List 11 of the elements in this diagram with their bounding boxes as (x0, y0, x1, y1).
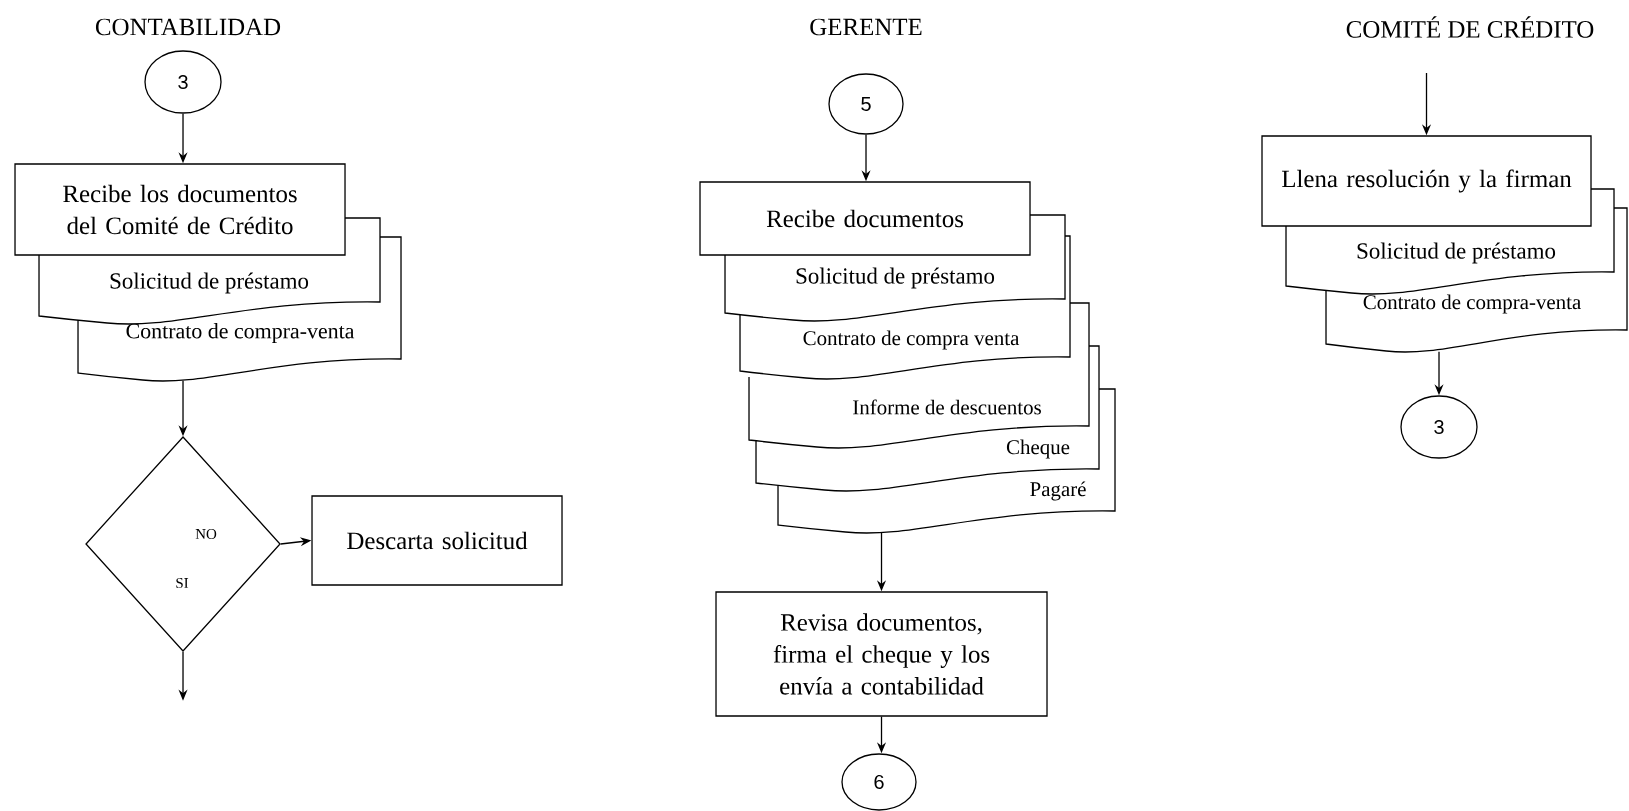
process-box: Llena resolución y la firman (1261, 135, 1592, 227)
lane-heading: COMITÉ DE CRÉDITO (1346, 16, 1594, 38)
process-box: Recibe documentos (699, 181, 1031, 256)
node-label: Solicitud de préstamo (110, 272, 309, 294)
node-label: Informe de descuentos (853, 399, 1041, 415)
process-box: Revisa documentos, firma el cheque y los envía a contabilidad (715, 591, 1048, 717)
process-box: Recibe los documentos del Comité de Crédito (14, 163, 346, 256)
node-label: Solicitud de préstamo (1357, 242, 1556, 264)
lane-heading: GERENTE (810, 18, 922, 36)
process-box: Descarta solicitud (311, 495, 563, 586)
node-label: Solicitud de préstamo (796, 267, 995, 289)
